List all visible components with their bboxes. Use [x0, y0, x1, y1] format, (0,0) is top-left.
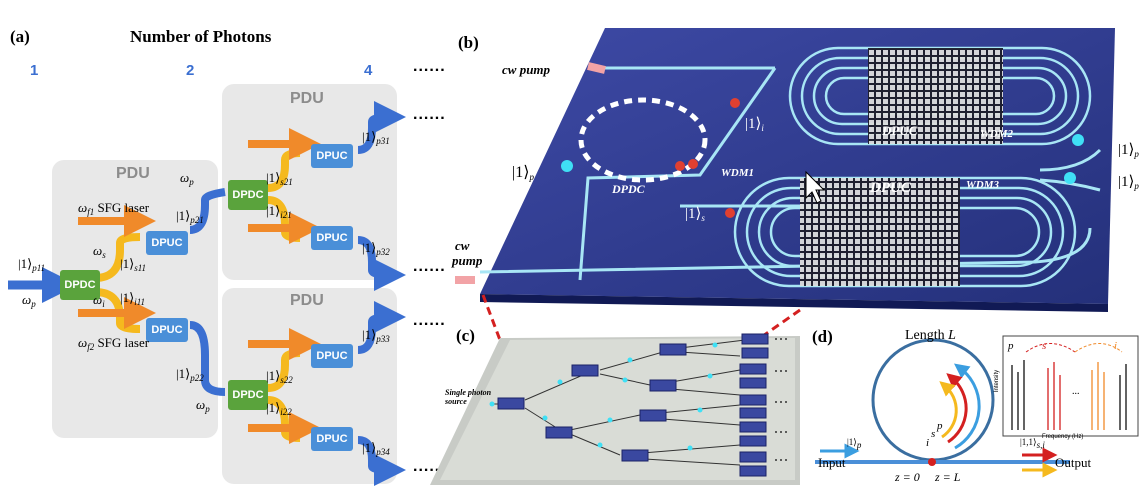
state-i21-label: |1⟩i21 — [266, 203, 292, 220]
z0-label: z = 0 — [895, 470, 920, 484]
diagram-title: Number of Photons — [130, 27, 272, 46]
ring-length-label: Length L — [905, 328, 956, 343]
input-label: Input — [818, 455, 846, 470]
signal-path-1 — [94, 233, 141, 282]
state-p34-label: |1⟩p34 — [362, 440, 390, 457]
omega-s-label: ωs — [93, 243, 106, 260]
panel-c-label: (c) — [456, 326, 475, 345]
chip-state-s: |1⟩s — [685, 206, 705, 223]
dpdc-block-stage1: DPDC — [60, 270, 100, 300]
p21-path — [189, 188, 226, 234]
dpdc-block-upper-stage2: DPDC — [228, 180, 268, 210]
omega-f1-label: ωf1 SFG laser — [78, 200, 150, 217]
state-p32-label: |1⟩p32 — [362, 240, 390, 257]
cw-pump-top-label: cw pump — [502, 62, 551, 77]
svg-text:WDM3: WDM3 — [966, 179, 1000, 191]
continuation-dots-4: ...... — [413, 458, 446, 475]
zL-label: z = L — [935, 470, 961, 484]
state-i22-label: |1⟩i22 — [266, 400, 292, 417]
continuation-dots-2: ...... — [413, 258, 446, 275]
state-i11-label: |1⟩i11 — [120, 290, 146, 307]
state-s22-label: |1⟩s22 — [266, 368, 293, 385]
svg-text:DPUC: DPUC — [869, 180, 912, 196]
continuation-dots-title: ...... — [413, 58, 446, 75]
continuation-dots-3: ...... — [413, 312, 446, 329]
state-p31-label: |1⟩p31 — [362, 129, 390, 146]
zoom-connector — [481, 294, 801, 341]
idler-photon — [730, 98, 740, 108]
dpdc-block-lower-stage2: DPDC — [228, 380, 268, 410]
omega-p-lower-label: ωp — [196, 397, 210, 414]
ring-i-label: i — [926, 437, 930, 449]
spectrum-xaxis-label: Frequency (Hz) — [1042, 434, 1084, 440]
chip-state-i: |1⟩i — [745, 116, 764, 133]
dpuc-block-p32: DPUC — [311, 226, 353, 250]
pump-label: pump — [452, 253, 483, 268]
panel-c-chips — [497, 333, 769, 477]
continuation-dots-1: ...... — [413, 106, 446, 123]
spectrum-i-label: i — [1114, 340, 1118, 352]
chip-state-p-left: |1⟩p — [512, 164, 534, 182]
ring-s-label: s — [931, 428, 936, 440]
cw-pump-arrow-top — [587, 62, 606, 74]
omega-i-label: ωi — [93, 292, 105, 309]
spectrum-inset — [1002, 335, 1139, 437]
stage-2-label: 2 — [186, 62, 195, 79]
dpuc-block-upper-stage1: DPUC — [146, 231, 188, 255]
output-label: Output — [1055, 455, 1092, 470]
svg-text:DPDC: DPDC — [611, 182, 646, 196]
input-state-d: |1⟩p — [847, 437, 862, 450]
cw-label: cw — [455, 238, 470, 253]
spectrum-s-label: s — [1042, 340, 1047, 352]
pump-photon — [561, 160, 573, 172]
pdu-label-3: PDU — [290, 292, 324, 309]
panel-c-dots — [775, 338, 787, 461]
coupling-point — [928, 458, 936, 466]
chip-state-p-out2: |1⟩p — [1118, 174, 1139, 191]
output-state-d: |1,1⟩s,i — [1020, 437, 1045, 450]
pdu-label-1: PDU — [116, 165, 150, 182]
stage-4-label: 4 — [364, 62, 373, 79]
stage-1-label: 1 — [30, 62, 39, 79]
state-p33-label: |1⟩p33 — [362, 327, 390, 344]
chip-state-p-out1: |1⟩p — [1118, 142, 1139, 159]
input-state-label: |1⟩p11 — [18, 256, 46, 273]
panel-a-label: (a) — [10, 27, 30, 46]
dpuc-block-p33: DPUC — [311, 344, 353, 368]
omega-p-upper-label: ωp — [180, 170, 194, 187]
svg-text:WDM2: WDM2 — [980, 128, 1014, 140]
dpuc-block-p34: DPUC — [311, 427, 353, 451]
spectrum-dots: ... — [1072, 386, 1080, 397]
single-photon-source-label: Single photon source — [445, 388, 492, 406]
p22-path — [189, 321, 226, 396]
panel-d-label: (d) — [812, 327, 833, 346]
omega-f2-label: ωf2 SFG laser — [78, 335, 150, 352]
svg-text:WDM1: WDM1 — [721, 167, 754, 179]
dpuc-block-p31: DPUC — [311, 144, 353, 168]
dpuc-block-lower-stage1: DPUC — [146, 318, 188, 342]
state-p21-label: |1⟩p21 — [176, 208, 204, 225]
state-s21-label: |1⟩s21 — [266, 170, 293, 187]
dpdc-ring — [578, 97, 708, 183]
state-s11-label: |1⟩s11 — [120, 256, 147, 273]
omega-p-input-label: ωp — [22, 292, 36, 309]
pdu-label-2: PDU — [290, 90, 324, 107]
panel-b-label: (b) — [458, 33, 479, 52]
spectrum-p-label: p — [1008, 340, 1014, 352]
state-p22-label: |1⟩p22 — [176, 366, 204, 383]
svg-text:DPUC: DPUC — [881, 123, 918, 138]
ring-p-label: p — [937, 420, 943, 432]
